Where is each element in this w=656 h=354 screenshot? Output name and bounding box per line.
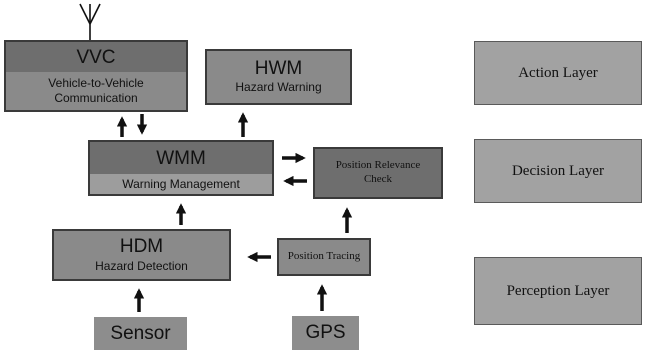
wmm-header: WMM	[90, 142, 272, 174]
perception-layer-box: Perception Layer	[474, 257, 642, 325]
wmm-name: Warning Management	[122, 176, 240, 191]
hwm-abbr: HWM	[254, 58, 303, 79]
decision-layer-box: Decision Layer	[474, 139, 642, 203]
sensor-label: Sensor	[110, 322, 171, 344]
vvc-module: VVC Vehicle-to-Vehicle Communication	[4, 40, 188, 112]
sensor-box: Sensor	[94, 317, 187, 350]
wmm-abbr: WMM	[156, 147, 206, 169]
hwm-name: Hazard Warning	[235, 80, 322, 94]
hdm-abbr: HDM	[119, 235, 164, 257]
vvc-name-line2: Communication	[54, 91, 138, 105]
position-tracing-module: Position Tracing	[277, 238, 371, 276]
hdm-name: Hazard Detection	[95, 258, 188, 273]
pt-name: Position Tracing	[287, 250, 361, 263]
prc-line1: Position Relevance	[335, 159, 421, 172]
decision-layer-label: Decision Layer	[511, 162, 605, 179]
vvc-body: Vehicle-to-Vehicle Communication	[6, 72, 186, 110]
position-relevance-check-module: Position Relevance Check	[313, 147, 443, 199]
vvc-abbr: VVC	[76, 46, 116, 68]
gps-label: GPS	[305, 322, 346, 343]
vvc-name-line1: Vehicle-to-Vehicle	[48, 76, 144, 90]
wmm-body: Warning Management	[90, 174, 272, 194]
vvc-header: VVC	[6, 42, 186, 72]
perception-layer-label: Perception Layer	[506, 282, 610, 299]
prc-line2: Check	[363, 173, 393, 185]
wmm-module: WMM Warning Management	[88, 140, 274, 196]
action-layer-label: Action Layer	[518, 64, 598, 81]
hdm-module: HDM Hazard Detection	[52, 229, 231, 281]
hwm-module: HWM Hazard Warning	[205, 49, 352, 105]
gps-box: GPS	[292, 316, 359, 350]
action-layer-box: Action Layer	[474, 41, 642, 105]
